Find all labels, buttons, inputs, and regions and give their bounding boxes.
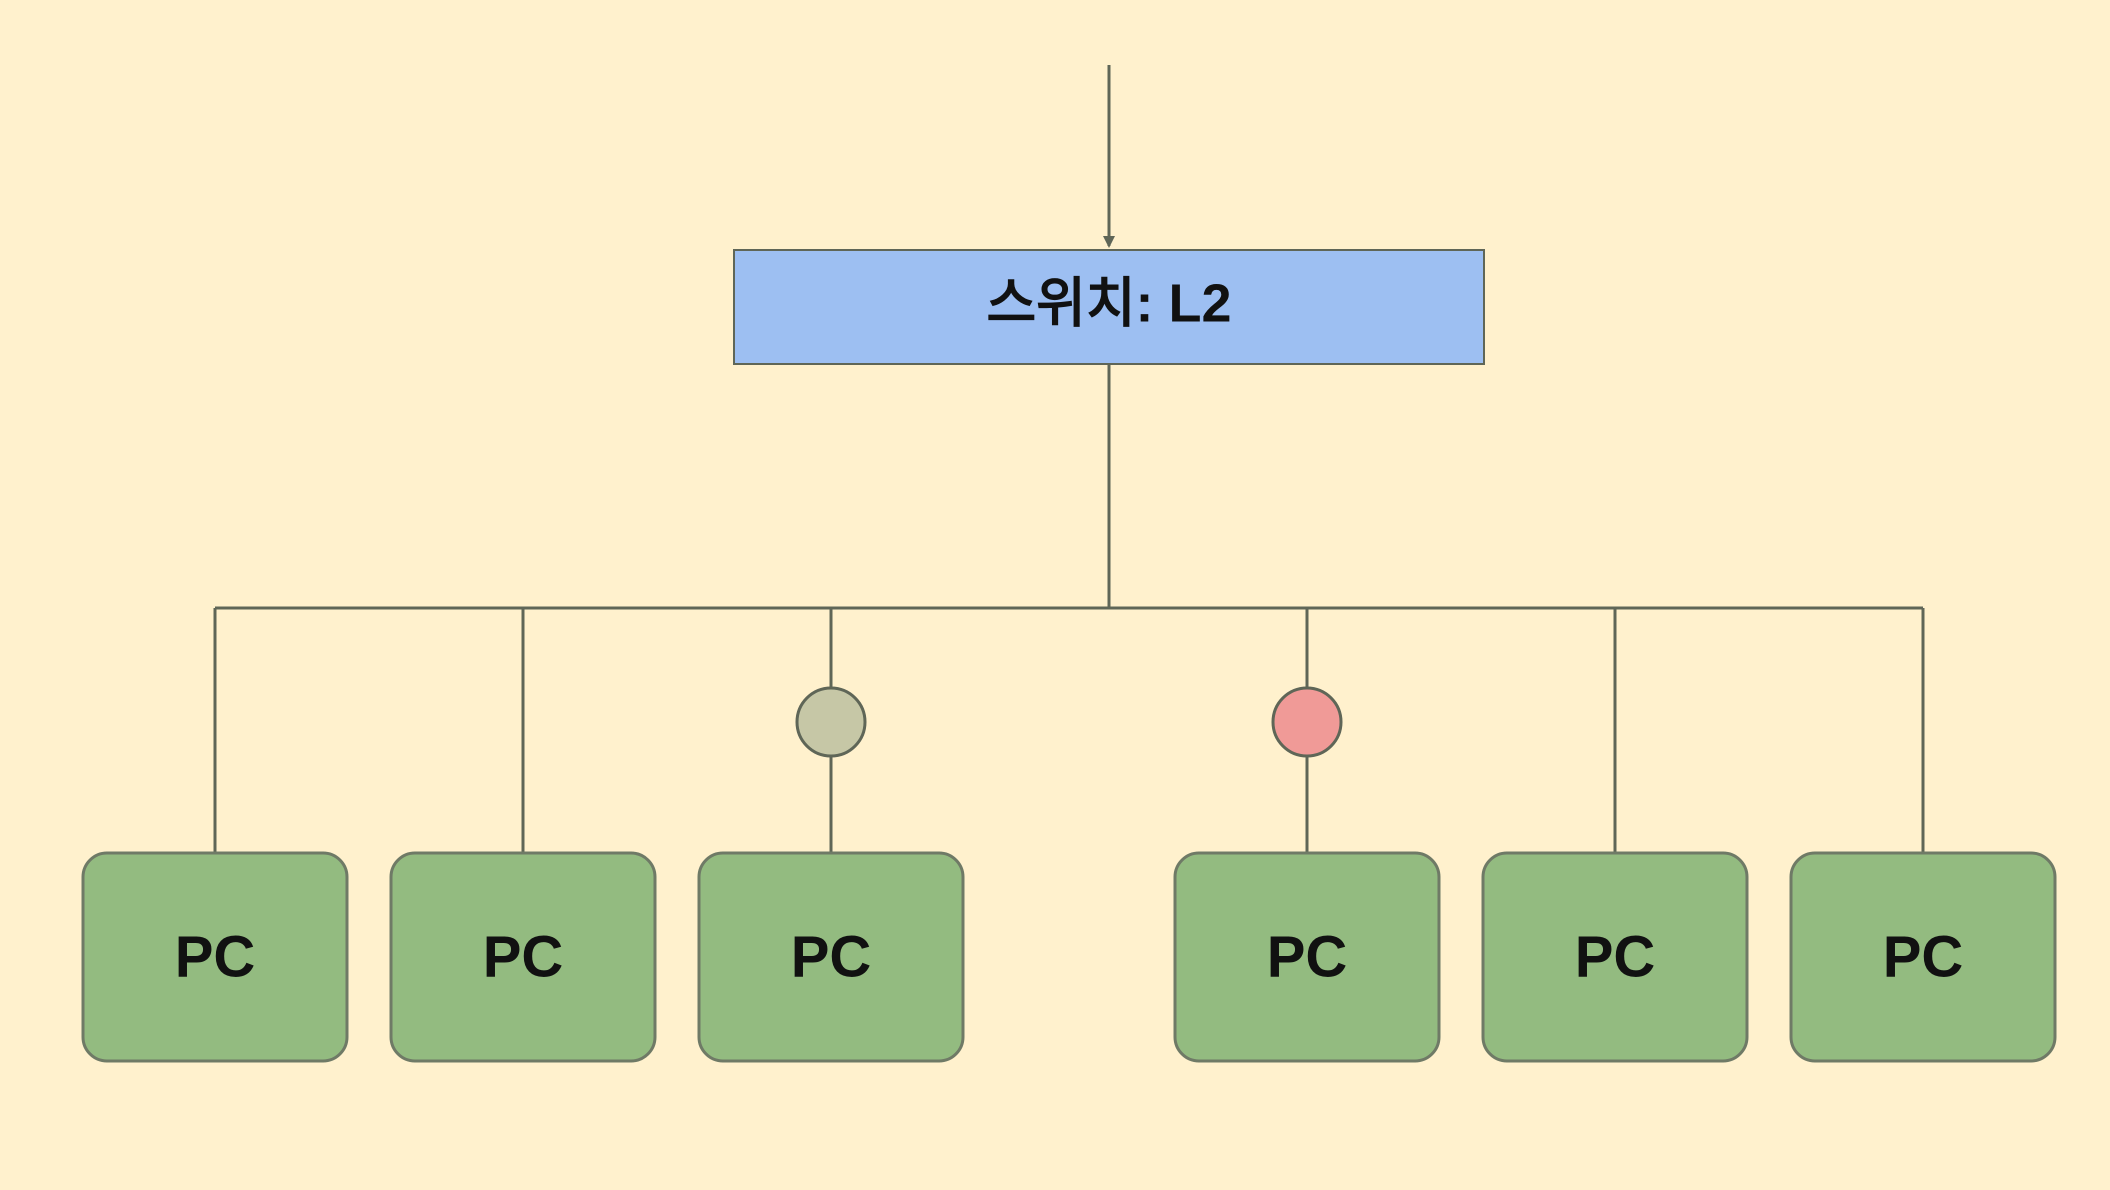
pc-label: PC (1267, 924, 1348, 989)
switch-node: 스위치: L2 (733, 249, 1485, 365)
packet-indicator-gray (795, 686, 867, 758)
pc-box (1789, 851, 2057, 1063)
pc-node: PC (1481, 608, 1749, 1063)
packet-indicator-red (1271, 686, 1343, 758)
pc-box (697, 851, 965, 1063)
pc-box (81, 851, 349, 1063)
pc-node: PC (389, 608, 657, 1063)
pc-box (1173, 851, 1441, 1063)
pc-label: PC (1883, 924, 1964, 989)
pc-node: PC (1173, 608, 1441, 1063)
pc-label: PC (483, 924, 564, 989)
pc-nodes: PC PC PC PC PC PC (81, 608, 2057, 1063)
pc-node: PC (81, 608, 349, 1063)
pc-node: PC (1789, 608, 2057, 1063)
pc-label: PC (791, 924, 872, 989)
pc-label: PC (1575, 924, 1656, 989)
pc-node: PC (697, 608, 965, 1063)
pc-box (389, 851, 657, 1063)
pc-box (1481, 851, 1749, 1063)
pc-label: PC (175, 924, 256, 989)
switch-label: 스위치: L2 (986, 273, 1231, 333)
